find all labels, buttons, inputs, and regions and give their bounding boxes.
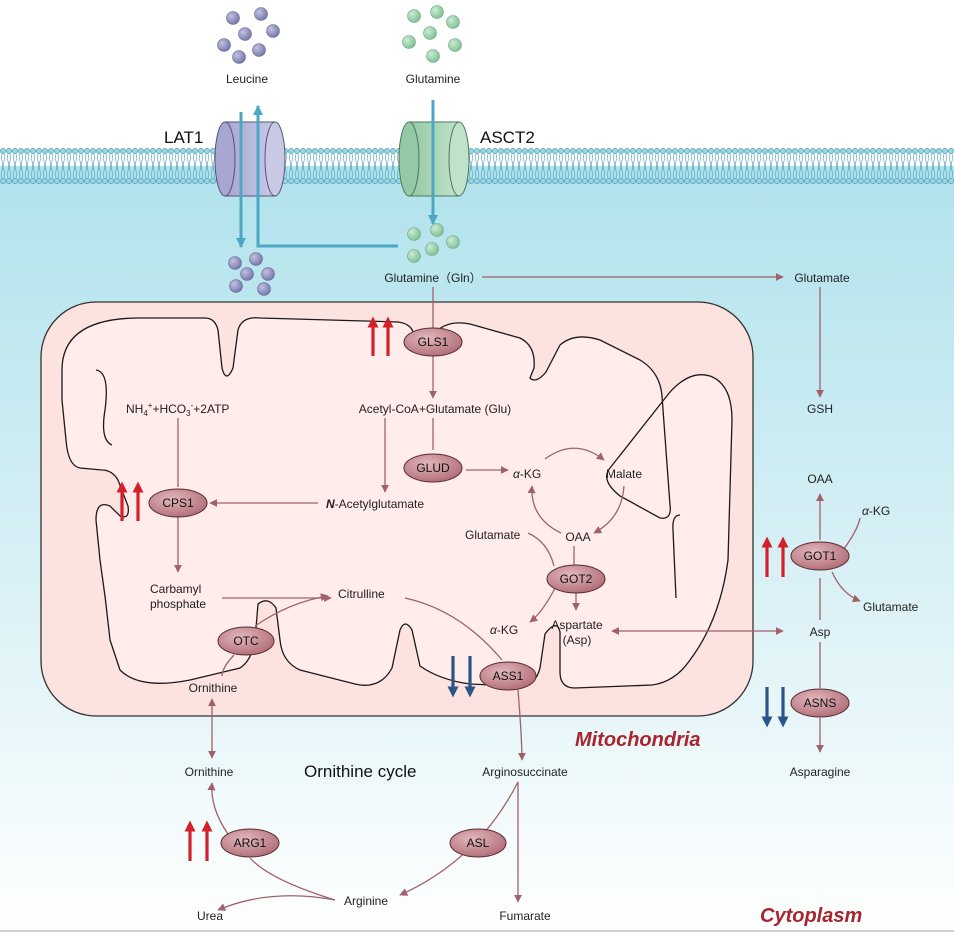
pathway-arrows [174, 273, 861, 911]
enzyme-asl: ASL [449, 828, 507, 858]
n-acetylglutamate-label: N-Acetylglutamate [326, 497, 424, 511]
fumarate-label: Fumarate [499, 909, 551, 923]
up-arrows-got1 [761, 536, 789, 577]
transport-arrows [236, 100, 438, 248]
enzyme-ass1: ASS1 [479, 661, 537, 691]
carbamyl-label: Carbamyl [150, 582, 201, 596]
enzyme-glud-label: GLUD [416, 461, 450, 475]
lat1-transporter [214, 121, 286, 197]
ornithine-mito-label: Ornithine [189, 681, 238, 695]
enzyme-asl-label: ASL [467, 836, 490, 850]
enzyme-cps1-label: CPS1 [162, 496, 194, 510]
urea-label: Urea [197, 909, 223, 923]
up-arrows-gls1 [367, 316, 394, 356]
enzyme-got1: GOT1 [790, 541, 850, 571]
down-arrows-ass1 [447, 656, 476, 698]
enzyme-otc: OTC [217, 626, 275, 656]
oaa-mito-label: OAA [565, 530, 590, 544]
ornithine-cyto-label: Ornithine [185, 765, 234, 779]
enzyme-asns-label: ASNS [804, 696, 837, 710]
glutamine-molecules [402, 5, 462, 63]
leucine-molecules-inside [228, 252, 275, 296]
enzyme-got2: GOT2 [546, 564, 606, 594]
enzyme-arg1-label: ARG1 [234, 836, 267, 850]
glutamine-molecules-inside [407, 223, 460, 263]
enzyme-otc-label: OTC [233, 634, 259, 648]
alpha-kg-got1-label: α-KG [862, 504, 890, 518]
mitochondria-label: Mitochondria [575, 729, 701, 751]
arginosuccinate-label: Arginosuccinate [482, 765, 568, 779]
crista-right [672, 514, 681, 599]
enzyme-arg1: ARG1 [220, 828, 280, 858]
crista-left [95, 369, 113, 446]
leucine-molecules [217, 7, 280, 64]
enzyme-cps1: CPS1 [148, 488, 208, 518]
malate-label: Malate [606, 467, 642, 481]
plasma-membrane [0, 148, 954, 184]
ornithine-cycle-label: Ornithine cycle [304, 762, 416, 781]
enzyme-got1-label: GOT1 [804, 549, 837, 563]
alpha-kg-got2-label: α-KG [490, 623, 518, 637]
citrulline-label: Citrulline [338, 587, 385, 601]
asct2-label: ASCT2 [480, 128, 535, 147]
up-arrows-arg1 [184, 820, 213, 861]
phosphate-label: phosphate [150, 597, 206, 611]
enzyme-got2-label: GOT2 [560, 572, 593, 586]
aspartate-label: Aspartate [551, 618, 603, 632]
down-arrows-asns [761, 687, 789, 728]
up-arrows-cps1 [116, 481, 144, 521]
lat1-label: LAT1 [164, 128, 203, 147]
arginine-label: Arginine [344, 894, 388, 908]
glutamate-cytoplasm-label: Glutamate [794, 271, 850, 285]
glutamine-gln-label: Glutamine（Gln） [384, 271, 481, 285]
enzyme-asns: ASNS [790, 688, 850, 718]
glutamate-mito-label: Glutamate [465, 528, 521, 542]
enzyme-glud: GLUD [403, 453, 463, 483]
glutamine-label: Glutamine [406, 72, 461, 86]
cytoplasm-label: Cytoplasm [760, 905, 862, 927]
enzyme-gls1-label: GLS1 [418, 335, 449, 349]
asp-cyto-label: Asp [810, 625, 831, 639]
enzyme-ass1-label: ASS1 [493, 669, 524, 683]
oaa-cyto-label: OAA [807, 472, 832, 486]
aspartate-abbrev-label: (Asp) [563, 633, 592, 647]
glutamate-got1-label: Glutamate [863, 600, 919, 614]
alpha-kg-top-label: α-KG [513, 467, 541, 481]
leucine-label: Leucine [226, 72, 268, 86]
enzyme-gls1: GLS1 [403, 327, 463, 357]
asparagine-label: Asparagine [790, 765, 851, 779]
acetyl-coa-glutamate-label: Acetyl-CoA+Glutamate (Glu) [359, 402, 511, 416]
gsh-label: GSH [807, 402, 833, 416]
nh4-hco3-atp-label: NH4++HCO3-+2ATP [126, 401, 229, 418]
